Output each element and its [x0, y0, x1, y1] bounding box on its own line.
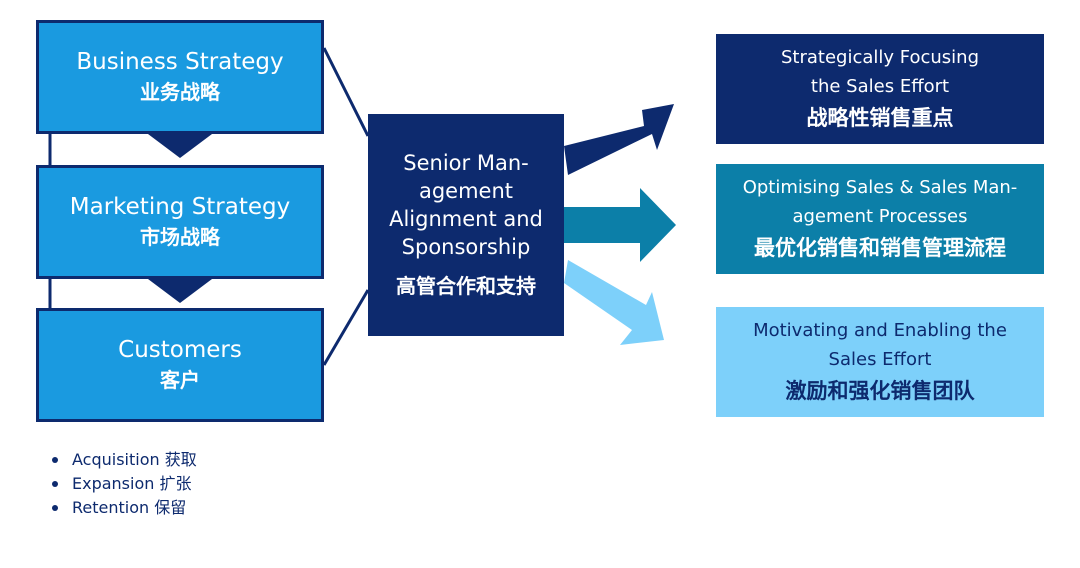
arrow-right-icon: [564, 260, 664, 345]
chevron-down-icon: [148, 134, 212, 158]
box-title-en: Business Strategy: [76, 49, 284, 75]
box-title-zh: 激励和强化销售团队: [785, 379, 975, 403]
box-title-zh: 战略性销售重点: [806, 106, 954, 130]
box-title-en: Marketing Strategy: [69, 194, 291, 220]
box-title-en: Motivating and Enabling the Sales Effort: [753, 320, 1007, 370]
box-title-en: Strategically Focusing the Sales Effort: [780, 47, 980, 97]
box-title-zh: 业务战略: [140, 80, 220, 104]
bullet-icon: [52, 481, 58, 487]
link-business-to-center: [322, 47, 370, 137]
business-strategy-box: Business Strategy 业务战略: [36, 20, 324, 134]
arrow-right-icon: [564, 188, 676, 262]
link-customers-to-center: [322, 289, 370, 366]
customers-box: Customers 客户: [36, 308, 324, 422]
sales-process-box: Optimising Sales & Sales Man- agement Pr…: [716, 164, 1044, 274]
arrow-right-icon: [564, 104, 674, 175]
box-title-zh: 客户: [160, 368, 200, 392]
list-item-label: Acquisition 获取: [72, 450, 197, 469]
box-title-en: Customers: [118, 337, 242, 363]
senior-management-box: Senior Man- agement Alignment and Sponso…: [368, 114, 564, 336]
box-title-en: Optimising Sales & Sales Man- agement Pr…: [742, 177, 1018, 227]
sales-team-box: Motivating and Enabling the Sales Effort…: [716, 307, 1044, 417]
sales-focus-box: Strategically Focusing the Sales Effort …: [716, 34, 1044, 144]
customer-bullet-list: Acquisition 获取 Expansion 扩张 Retention 保留: [50, 448, 197, 520]
bullet-icon: [52, 457, 58, 463]
list-item-label: Retention 保留: [72, 498, 187, 517]
box-title-zh: 市场战略: [140, 225, 220, 249]
list-item: Expansion 扩张: [50, 472, 197, 496]
box-title-en: Senior Man- agement Alignment and Sponso…: [389, 151, 543, 259]
list-item: Acquisition 获取: [50, 448, 197, 472]
list-item: Retention 保留: [50, 496, 197, 520]
marketing-strategy-box: Marketing Strategy 市场战略: [36, 165, 324, 279]
list-item-label: Expansion 扩张: [72, 474, 192, 493]
box-title-zh: 高管合作和支持: [396, 274, 536, 298]
box-title-zh: 最优化销售和销售管理流程: [754, 236, 1006, 260]
bullet-icon: [52, 505, 58, 511]
chevron-down-icon: [148, 279, 212, 303]
